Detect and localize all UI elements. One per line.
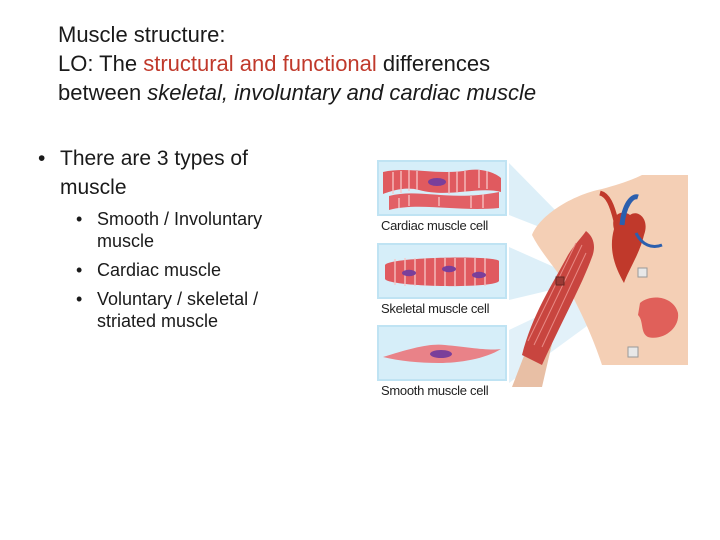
cardiac-cell-icon <box>383 169 501 210</box>
learning-objective-line-2: between skeletal, involuntary and cardia… <box>58 78 698 107</box>
sub-bullet-text: Voluntary / skeletal / striated muscle <box>97 289 259 331</box>
learning-objective-line: LO: The structural and functional differ… <box>58 49 698 78</box>
skeletal-cell-icon <box>385 257 499 287</box>
lo-prefix: LO: The <box>58 51 144 76</box>
bullet-list: • There are 3 types of muscle • Smooth /… <box>38 144 338 339</box>
smooth-cell-label: Smooth muscle cell <box>381 383 489 398</box>
lo-highlight: structural and functional <box>143 51 377 76</box>
smooth-cell-icon <box>383 344 501 363</box>
skeletal-cell-image <box>377 243 507 299</box>
sub-bullet-item: • Smooth / Involuntary muscle <box>76 208 338 252</box>
bullet-dot: • <box>76 260 83 280</box>
bullet-main: • There are 3 types of muscle <box>38 144 338 202</box>
bullet-dot: • <box>76 209 83 229</box>
sub-bullet-item: • Voluntary / skeletal / striated muscle <box>76 288 338 332</box>
muscle-types-figure: Cardiac muscle cell Skeletal muscle cell <box>372 155 688 405</box>
sub-bullet-text: Smooth / Involuntary muscle <box>97 209 263 251</box>
arm-illustration <box>512 175 688 392</box>
body-icon <box>512 175 688 387</box>
skeletal-cell-panel: Skeletal muscle cell <box>377 243 507 321</box>
cardiac-cell-panel: Cardiac muscle cell <box>377 160 507 238</box>
bullet-main-text: There are 3 types of muscle <box>60 147 248 199</box>
sub-bullet-text: Cardiac muscle <box>97 260 222 280</box>
lo-line3-start: between <box>58 80 148 105</box>
skeletal-cell-label: Skeletal muscle cell <box>381 301 490 316</box>
bullet-dot: • <box>76 289 83 309</box>
slide-title: Muscle structure: LO: The structural and… <box>58 20 698 107</box>
title-heading: Muscle structure: <box>58 22 226 47</box>
lo-line3-italic: skeletal, involuntary and cardiac muscle <box>147 80 537 105</box>
cardiac-cell-label: Cardiac muscle cell <box>381 218 489 233</box>
smooth-cell-image <box>377 325 507 381</box>
sub-bullet-list: • Smooth / Involuntary muscle • Cardiac … <box>76 208 338 332</box>
smooth-cell-panel: Smooth muscle cell <box>377 325 507 403</box>
bullet-dot: • <box>38 147 46 170</box>
cardiac-cell-image <box>377 160 507 216</box>
lo-suffix: differences <box>376 51 491 76</box>
sub-bullet-item: • Cardiac muscle <box>76 259 338 281</box>
